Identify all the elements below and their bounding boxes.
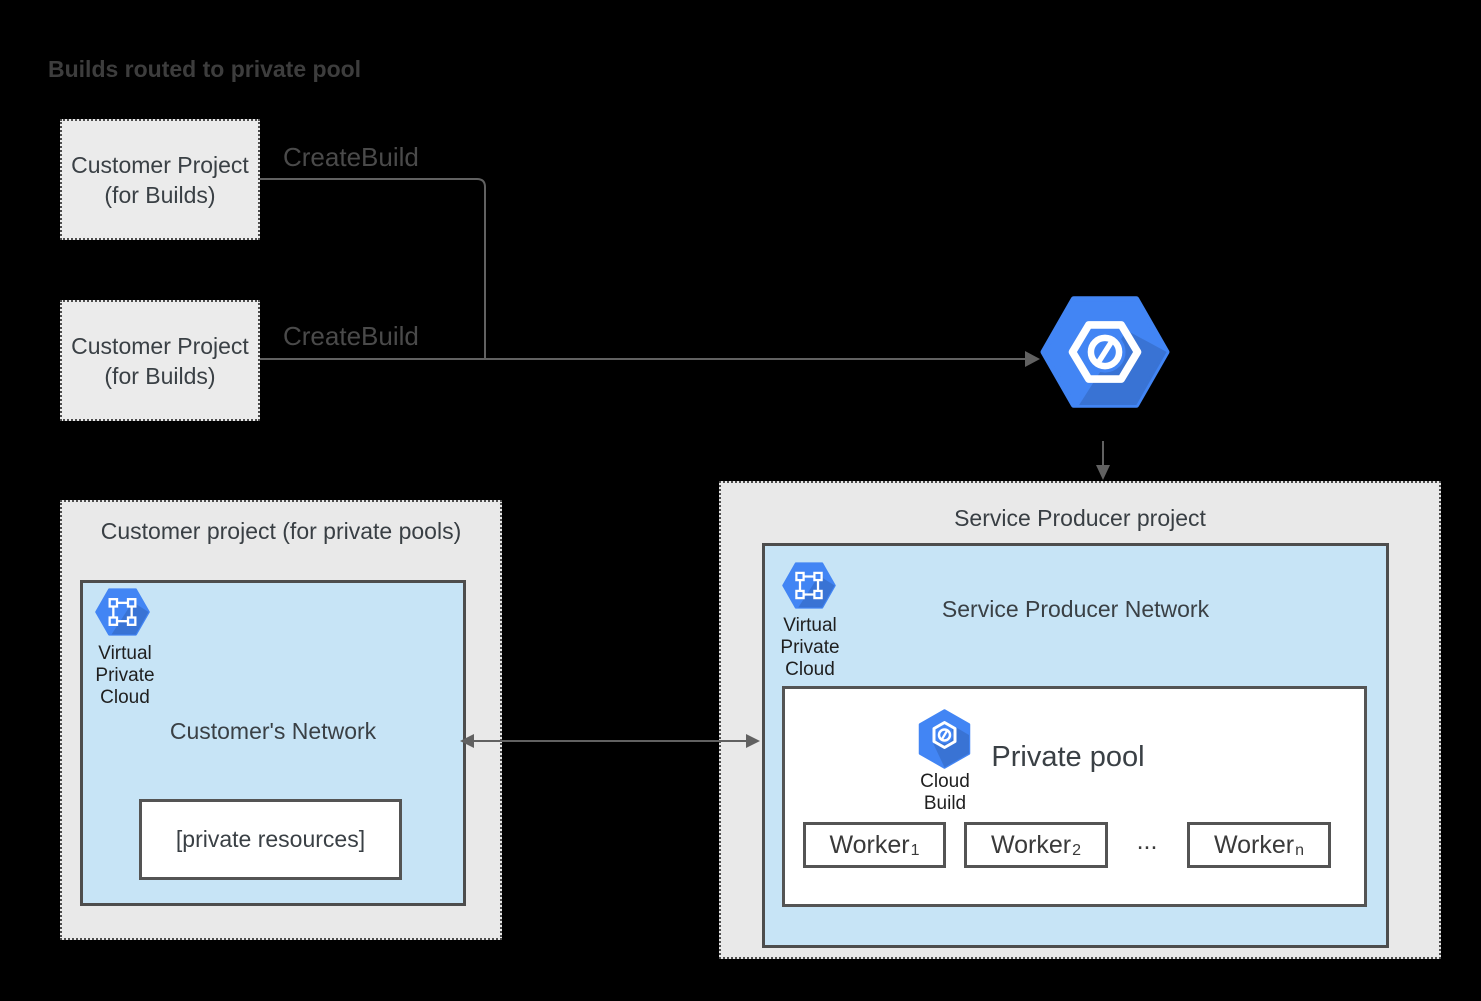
service-producer-network-box: Virtual Private Cloud Service Producer N… [762,543,1389,948]
customer-build-project-box-1: Customer Project (for Builds) [60,119,260,240]
arrowhead-to-service-producer [1096,465,1110,480]
cloud-build-icon [917,709,972,769]
createbuild-label-1: CreateBuild [283,142,419,172]
vpc-icon [95,588,150,636]
service-producer-project-box: Service Producer project Virtual Private… [719,481,1441,959]
cloud-build-icon [1040,295,1170,409]
worker-subscript: 2 [1072,842,1081,859]
customer-network-title: Customer's Network [169,718,377,744]
vpc-label-line: Private [780,637,840,658]
workers-ellipsis: ... [1136,827,1158,855]
worker-label: Worker [1213,830,1295,859]
vpc-label-line: Private [95,665,155,686]
customer-pool-project-box: Customer project (for private pools) Vir… [60,500,502,940]
cloud-build-icon-label: Cloud Build [897,771,993,815]
customer-pool-project-title: Customer project (for private pools) [100,518,462,544]
cloud-build-label-line: Cloud [920,771,970,792]
vpc-icon-label: Virtual Private Cloud [83,643,167,709]
cloud-build-label-line: Build [923,793,967,814]
worker-subscript: n [1295,842,1304,859]
box-label-line: (for Builds) [104,181,216,208]
box-label-line: Customer Project [71,332,249,359]
service-producer-project-title: Service Producer project [954,505,1206,531]
vpc-label-line: Virtual [98,643,152,664]
createbuild-label-2: CreateBuild [283,321,419,351]
private-resources-box: [private resources] [139,799,402,880]
worker-label: Worker [829,830,910,859]
box-label-line: (for Builds) [104,362,216,389]
vpc-label-line: Virtual [783,615,837,636]
vpc-icon [782,562,836,609]
worker-label: Worker [990,830,1072,859]
vpc-icon-label: Virtual Private Cloud [765,615,855,681]
vpc-label-line: Cloud [785,659,835,680]
service-producer-network-title: Service Producer Network [941,596,1210,622]
customer-network-box: Virtual Private Cloud Customer's Network… [80,580,466,906]
customer-build-project-box-2: Customer Project (for Builds) [60,300,260,421]
private-resources-label: [private resources] [175,826,366,852]
vpc-label-line: Cloud [100,687,150,708]
arrowhead-to-cloud-build [1025,351,1040,367]
private-pool-title: Private pool [991,741,1145,773]
box-label-line: Customer Project [71,151,249,178]
worker-subscript: 1 [910,842,920,859]
diagram-title: Builds routed to private pool [48,56,362,82]
